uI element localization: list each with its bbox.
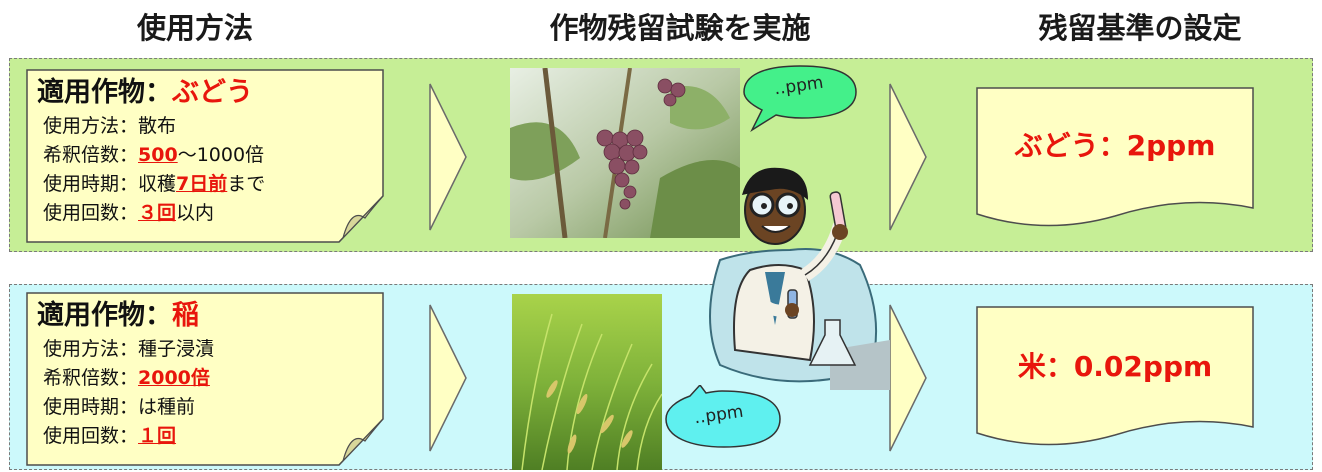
grape-crop-title: 適用作物：ぶどう (37, 77, 253, 108)
grape-photo (510, 68, 740, 238)
arrow-right-icon (889, 304, 927, 452)
note-shape (26, 69, 384, 243)
grape-count-row: 使用回数：３回以内 (43, 202, 215, 224)
header-standard: 残留基準の設定 (1038, 11, 1242, 45)
grape-usage-note: 適用作物：ぶどう 使用方法：散布 希釈倍数：500～1000倍 使用時期：収穫7… (25, 68, 385, 244)
scientist-illustration (690, 150, 890, 390)
rice-result-note: 米：0.02ppm (975, 305, 1255, 455)
rice-residue-standard: 米：0.02ppm (1017, 350, 1213, 383)
grape-dilution-row: 希釈倍数：500～1000倍 (43, 144, 265, 166)
rice-dilution-row: 希釈倍数：2000倍 (43, 367, 210, 389)
arrow-right-icon (429, 83, 467, 231)
rice-count-row: 使用回数：１回 (43, 425, 177, 447)
arrow-right-icon (889, 83, 927, 231)
rice-timing-row: 使用時期：は種前 (43, 396, 196, 418)
grape-method-row: 使用方法：散布 (43, 115, 177, 137)
grape-timing-row: 使用時期：収穫7日前まで (43, 173, 266, 195)
rice-crop-title: 適用作物：稲 (37, 300, 199, 331)
rice-method-row: 使用方法：種子浸漬 (43, 338, 215, 360)
header-trial: 作物残留試験を実施 (549, 11, 811, 45)
arrow-right-icon (429, 304, 467, 452)
rice-usage-note: 適用作物：稲 使用方法：種子浸漬 希釈倍数：2000倍 使用時期：は種前 使用回… (25, 291, 385, 467)
header-usage: 使用方法 (136, 11, 253, 45)
grape-crop-name: ぶどう (172, 77, 253, 108)
ppm-speech-bubble: ‥ppm (660, 383, 785, 457)
rice-photo (512, 294, 662, 470)
grape-result-note: ぶどう：2ppm (975, 86, 1255, 236)
ppm-speech-bubble: ‥ppm (740, 62, 860, 133)
note-shape (26, 292, 384, 466)
rice-crop-name: 稲 (172, 300, 199, 331)
grape-residue-standard: ぶどう：2ppm (1014, 129, 1216, 162)
